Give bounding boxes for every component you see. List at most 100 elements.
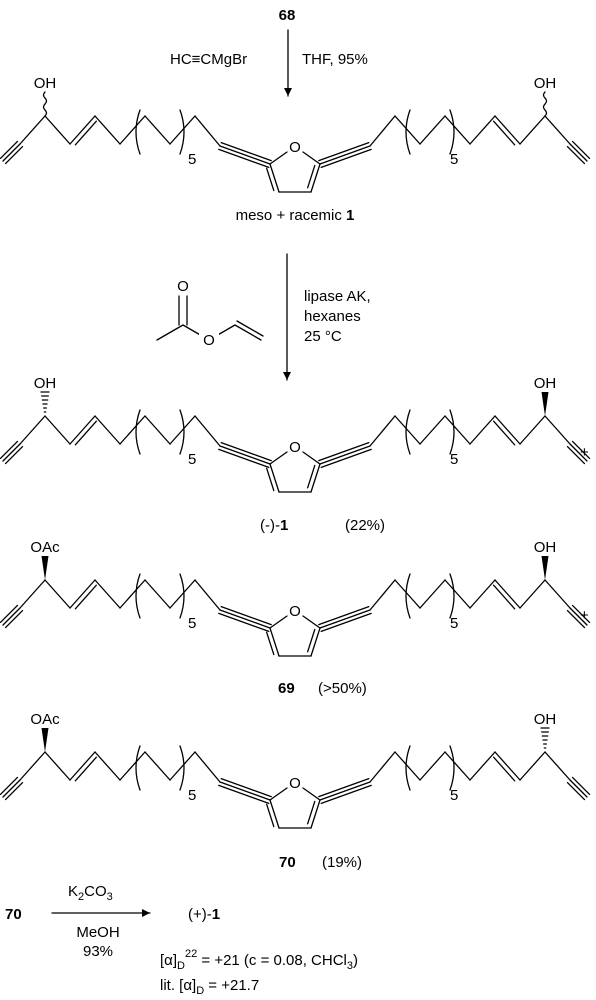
left-alkene-double-bond (74, 120, 98, 146)
hydroxyl-group-label: OH (34, 75, 57, 92)
chain-bond (194, 415, 221, 447)
carbonyl-oxygen: O (177, 278, 189, 295)
furan-ring-bond (269, 451, 288, 465)
left-alkyne-bond (219, 145, 271, 165)
chain-bond (419, 579, 446, 609)
chain-bond (469, 751, 496, 781)
furan-ring-bond (302, 615, 321, 629)
chain-bond (394, 751, 421, 781)
chain-bond (469, 415, 496, 445)
repeat-bracket-right (179, 109, 185, 155)
terminal-alkyne-bond (571, 776, 591, 796)
compound-69-label: 69 (278, 680, 295, 697)
acetate-group-label: OAc (30, 711, 60, 728)
repeat-bracket-left (405, 573, 411, 619)
stereo-wedge-bond (541, 392, 549, 416)
furan-ring-bond (302, 151, 321, 165)
left-alkyne-bond (218, 448, 270, 469)
chain-bond (519, 415, 546, 445)
furan-ring-double-bond (265, 631, 275, 656)
chain-bond (519, 751, 546, 781)
furan-ring-double-bond (310, 799, 321, 829)
terminal-alkyne-bond (571, 604, 591, 624)
terminal-alkyne-bond (4, 609, 24, 629)
furan-ring-double-bond (306, 464, 316, 489)
chain-bond (169, 415, 196, 445)
right-alkyne-bond (318, 777, 370, 798)
chain-bond (369, 579, 396, 611)
right-alkyne-bond (318, 441, 370, 462)
step2-conditions-3: 25 °C (304, 328, 342, 345)
chain-bond (444, 115, 471, 145)
step1-conditions: THF, 95% (302, 51, 368, 68)
ester-oxygen: O (203, 332, 215, 349)
stereo-wedge-bond (541, 556, 549, 580)
hydroxyl-group-label: OH (34, 375, 57, 392)
product-minus-1-label: (-)-1 (260, 517, 288, 534)
repeat-bracket-left (405, 109, 411, 155)
hydroxyl-group-label: OH (534, 539, 557, 556)
left-alkyne-bond (220, 141, 272, 162)
chain-bond (444, 751, 471, 781)
right-alkyne-bond (320, 148, 372, 169)
chain-bond (519, 115, 546, 145)
compound-68-label: 68 (279, 7, 296, 24)
chain-bond (94, 415, 121, 445)
step3-product: (+)-1 (188, 906, 220, 923)
furan-ring-double-bond (265, 803, 275, 828)
terminal-alkyne-bond (0, 440, 19, 460)
right-alkene-double-bond (492, 420, 516, 446)
compound-70-yield: (19%) (322, 854, 362, 871)
furan-ring-double-bond (265, 467, 275, 492)
step3-solvent: MeOH (76, 924, 119, 941)
repeat-bracket-left (135, 573, 141, 619)
chain-bond (444, 415, 471, 445)
repeat-bracket-right (179, 409, 185, 455)
compound-69-yield: (>50%) (318, 680, 367, 697)
left-alkyne-bond (220, 441, 272, 462)
repeat-count: 5 (450, 451, 458, 468)
chain-bond (44, 415, 71, 445)
left-alkyne-bond (220, 605, 272, 626)
chain-bond (544, 579, 571, 609)
furan-ring-double-bond (310, 627, 321, 657)
left-alkene-double-bond (74, 756, 98, 782)
furan-ring-double-bond (269, 463, 280, 493)
furan-ring-double-bond (306, 628, 316, 653)
left-alkene-double-bond (69, 115, 96, 145)
furan-ring-double-bond (269, 627, 280, 657)
optical-rotation: [α]D22 = +21 (c = 0.08, CHCl3) (160, 948, 358, 972)
terminal-alkyne-bond (4, 145, 24, 165)
chain-bond (419, 115, 446, 145)
terminal-alkyne-bond (571, 440, 591, 460)
right-alkene-double-bond (492, 756, 516, 782)
furan-ring-double-bond (265, 167, 275, 192)
right-alkene-double-bond (494, 751, 521, 781)
repeat-bracket-right (179, 745, 185, 791)
right-alkyne-bond (318, 141, 370, 162)
stereo-wavy-bond (42, 91, 48, 117)
terminal-alkyne-bond (569, 143, 588, 162)
chain-bond (544, 415, 571, 445)
right-alkene-double-bond (492, 120, 516, 146)
terminal-alkyne-bond (566, 781, 586, 801)
furan-ring-bond (269, 787, 288, 801)
furan-oxygen: O (289, 603, 301, 620)
step3-reagent: K2CO3 (68, 883, 113, 903)
chain-bond (19, 579, 46, 609)
chain-bond (44, 751, 71, 781)
chain-bond (194, 751, 221, 783)
terminal-alkyne-bond (569, 443, 588, 462)
repeat-bracket-right (449, 109, 455, 155)
stereo-wedge-bond (41, 728, 49, 752)
chain-bond (44, 579, 71, 609)
terminal-alkyne-bond (569, 607, 588, 626)
chain-bond (419, 751, 446, 781)
chain-bond (369, 115, 396, 147)
left-alkene-double-bond (69, 415, 96, 445)
chain-bond (119, 751, 146, 781)
chain-bond (144, 751, 171, 781)
furan-ring-bond (269, 151, 288, 165)
furan-ring-double-bond (306, 164, 316, 189)
